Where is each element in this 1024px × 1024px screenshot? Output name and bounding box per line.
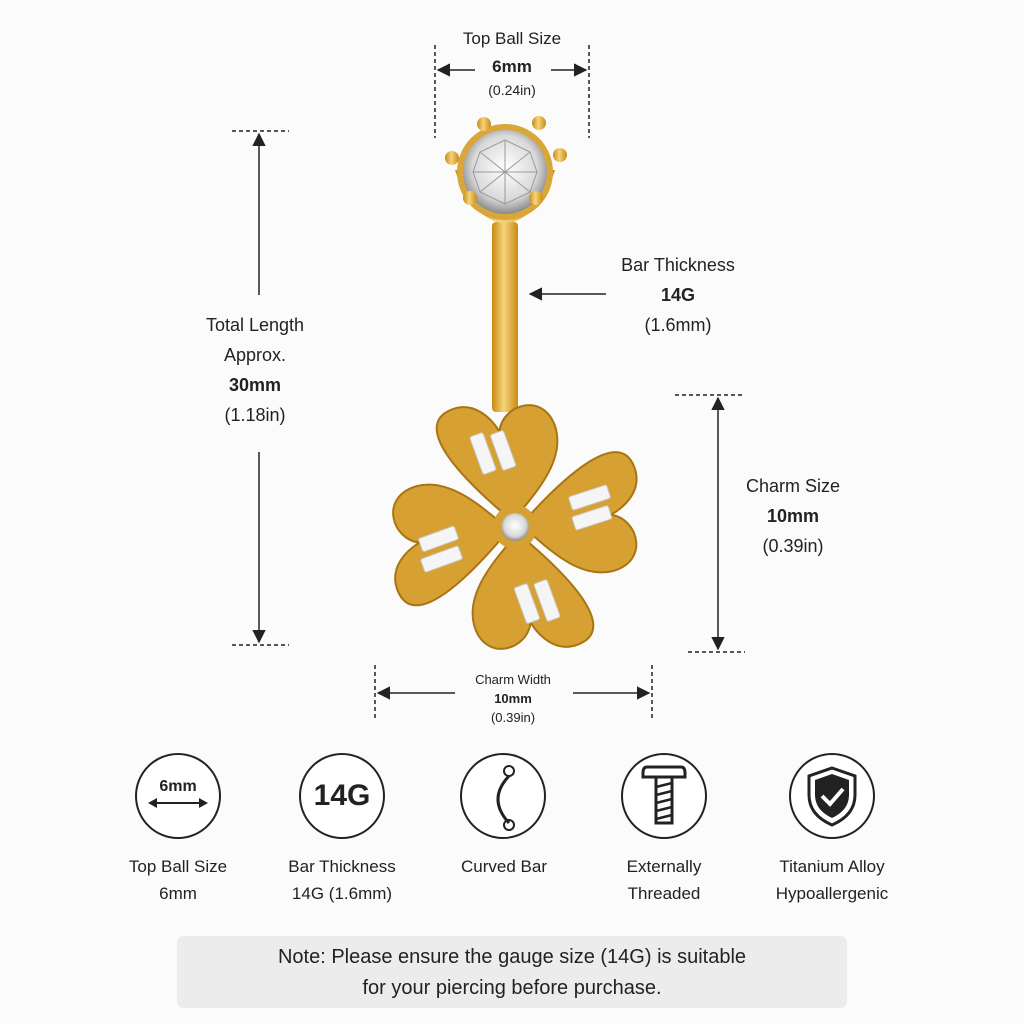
purchase-note: Note: Please ensure the gauge size (14G)… bbox=[177, 936, 847, 1008]
feature-line1: Titanium Alloy bbox=[779, 857, 885, 876]
curved-bar bbox=[492, 222, 518, 412]
feature-line2: Hypoallergenic bbox=[775, 884, 889, 903]
screw-glyph bbox=[641, 765, 687, 825]
feature-line1: Externally bbox=[626, 857, 702, 876]
product-diagram bbox=[232, 45, 745, 720]
charm-size-dimension bbox=[675, 394, 745, 653]
charm-size-value: 10mm bbox=[766, 506, 820, 526]
charm-width-title: Charm Width bbox=[475, 672, 551, 687]
total-length-label-group: Total Length Approx. 30mm (1.18in) bbox=[155, 310, 355, 430]
charm-size-sub: (0.39in) bbox=[762, 536, 824, 556]
note-line-2: for your piercing before purchase. bbox=[362, 977, 662, 999]
total-length-title-1: Total Length bbox=[205, 315, 305, 335]
shield-glyph bbox=[807, 766, 857, 827]
top-ball-dimension bbox=[434, 45, 590, 138]
feature-label-threaded: Externally Threaded bbox=[574, 853, 754, 907]
double-arrow-icon bbox=[148, 797, 208, 808]
bar-thickness-label-group: Bar Thickness 14G (1.6mm) bbox=[578, 250, 778, 340]
feature-label-curved-bar: Curved Bar bbox=[414, 853, 594, 880]
charm-width-dimension bbox=[374, 665, 653, 720]
top-ball-sub: (0.24in) bbox=[488, 82, 536, 98]
top-ball-title: Top Ball Size bbox=[462, 29, 562, 48]
screw-icon bbox=[621, 753, 707, 839]
top-ball-value: 6mm bbox=[492, 57, 532, 76]
ball-size-icon-text: 6mm bbox=[159, 777, 197, 795]
total-length-sub: (1.18in) bbox=[224, 405, 286, 425]
feature-line1: Bar Thickness bbox=[288, 857, 396, 876]
feature-label-material: Titanium Alloy Hypoallergenic bbox=[742, 853, 922, 907]
feature-line2: 14G (1.6mm) bbox=[291, 884, 393, 903]
bar-thickness-sub: (1.6mm) bbox=[644, 315, 712, 335]
total-length-dimension bbox=[232, 130, 289, 646]
curved-bar-icon bbox=[460, 753, 546, 839]
charm-size-label-group: Charm Size 10mm (0.39in) bbox=[693, 471, 893, 561]
feature-line2: Threaded bbox=[627, 884, 701, 903]
gauge-icon: 14G bbox=[299, 753, 385, 839]
charm-width-label-group: Charm Width 10mm (0.39in) bbox=[453, 670, 573, 727]
top-gem bbox=[445, 116, 567, 224]
total-length-title-2: Approx. bbox=[223, 345, 287, 365]
feature-line2: 6mm bbox=[159, 884, 197, 903]
ball-size-icon: 6mm bbox=[135, 753, 221, 839]
feature-label-gauge: Bar Thickness 14G (1.6mm) bbox=[252, 853, 432, 907]
feature-line1: Curved Bar bbox=[461, 857, 547, 876]
feature-label-ball-size: Top Ball Size 6mm bbox=[88, 853, 268, 907]
charm-width-sub: (0.39in) bbox=[490, 710, 536, 725]
bar-thickness-title: Bar Thickness bbox=[621, 255, 735, 275]
gauge-icon-text: 14G bbox=[313, 779, 371, 812]
feature-line1: Top Ball Size bbox=[128, 857, 228, 876]
bar-thickness-value: 14G bbox=[660, 285, 696, 305]
note-line-1: Note: Please ensure the gauge size (14G)… bbox=[277, 946, 747, 968]
total-length-value: 30mm bbox=[228, 375, 282, 395]
clover-charm bbox=[392, 404, 638, 650]
charm-width-value: 10mm bbox=[494, 691, 532, 706]
shield-check-icon bbox=[789, 753, 875, 839]
charm-size-title: Charm Size bbox=[745, 476, 841, 496]
curved-bar-glyph bbox=[496, 765, 515, 831]
top-ball-label-group: Top Ball Size 6mm (0.24in) bbox=[412, 24, 612, 100]
